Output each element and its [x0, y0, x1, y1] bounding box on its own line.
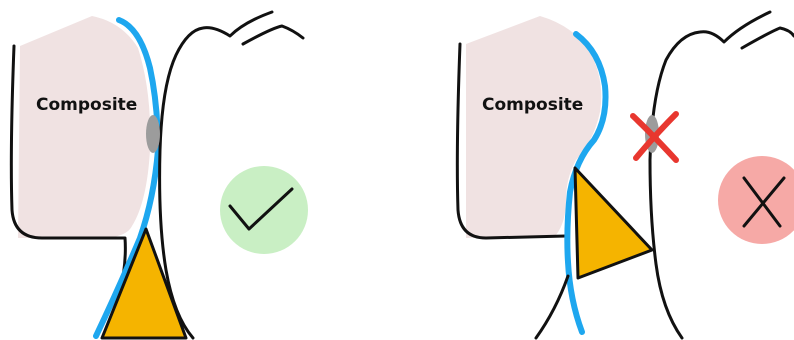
red-x-icon [630, 111, 679, 163]
cross-circle-bg [718, 156, 794, 244]
panel-incorrect: Composite [455, 10, 794, 340]
matrix-band [93, 17, 162, 339]
wedge [100, 227, 188, 340]
x-icon [742, 176, 786, 228]
composite-label: Composite [36, 95, 137, 115]
tooth-outline-lower [534, 274, 570, 340]
composite-restoration [466, 16, 602, 238]
composite-label: Composite [482, 95, 583, 115]
tooth-outline-left [455, 42, 568, 240]
check-circle-bg [220, 166, 308, 254]
panel-correct: Composite [9, 10, 308, 340]
contact-point [146, 115, 160, 153]
adjacent-tooth-outline [648, 10, 794, 340]
check-indicator [220, 166, 308, 254]
cross-indicator [718, 156, 794, 244]
check-icon [228, 187, 294, 231]
adjacent-tooth-outline [158, 10, 305, 340]
wedge [573, 166, 654, 280]
composite-restoration [18, 16, 151, 238]
